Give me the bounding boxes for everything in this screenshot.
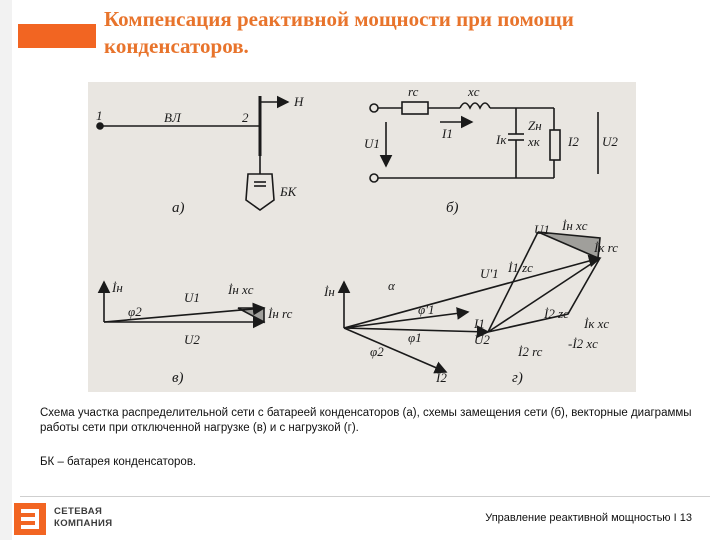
title-accent-block (18, 24, 96, 48)
label-phi1p: φ'1 (418, 302, 434, 317)
triangle-edge (487, 231, 539, 333)
label-i2zc: İ2 zc (543, 306, 569, 321)
label-fig-g: г) (512, 370, 523, 386)
label-node-1: 1 (96, 108, 103, 123)
capacitor-bank-triangle (245, 173, 275, 211)
label-i2rc: İ2 rc (517, 344, 543, 359)
label-i2: I2 (567, 134, 579, 149)
label-fig-v: в) (172, 370, 184, 386)
label-phi1: φ1 (408, 330, 422, 345)
vector-i2 (343, 327, 448, 374)
logo-line-2: КОМПАНИЯ (54, 518, 113, 529)
label-i1-g: I1 (473, 316, 485, 331)
label-fig-a: а) (172, 200, 185, 216)
slide-title: Компенсация реактивной мощности при помо… (104, 7, 574, 58)
label-u2-v: U2 (184, 332, 200, 347)
label-rc: rc (408, 84, 419, 99)
vector-u2-g (343, 325, 490, 339)
vector-u1 (103, 302, 266, 323)
label-ikxc: İк xc (583, 316, 609, 331)
label-in-g: İн (323, 284, 335, 299)
company-logo: СЕТЕВАЯ КОМПАНИЯ (14, 501, 154, 537)
circuit-figure-svg: 1 ВЛ 2 Н БК а) rc xc U1 I1 Iк Zн xк I2 U… (96, 84, 618, 386)
circuit-figure: 1 ВЛ 2 Н БК а) rc xc U1 I1 Iк Zн xк I2 U… (88, 82, 636, 392)
label-u1p: U'1 (480, 266, 499, 281)
inductor-xc (459, 102, 491, 110)
figure-note: БК – батарея конденсаторов. (40, 456, 197, 468)
figure-caption: Схема участка распределительной сети с б… (40, 407, 692, 434)
label-fig-b: б) (446, 200, 459, 216)
diagram-g (337, 231, 602, 374)
diagram-v (97, 280, 266, 329)
footer-separator: I (673, 512, 677, 524)
footer-section-title: Управление реактивной мощностью (485, 512, 671, 524)
label-inxc-g: İн xc (561, 218, 588, 233)
voltage-triangle (237, 307, 265, 324)
diagram-b (369, 101, 599, 183)
diagram-a (96, 95, 290, 211)
label-i2-g: I2 (435, 370, 447, 385)
label-xc: xc (467, 84, 480, 99)
label-i2xc: -İ2 xc (568, 336, 598, 351)
label-ikrc: İк rc (593, 240, 618, 255)
label-line: ВЛ (164, 110, 182, 125)
label-u1-g: U1 (534, 222, 550, 237)
label-inrc-v: İн rc (267, 306, 293, 321)
page-number: 13 (679, 512, 692, 524)
label-alpha: α (388, 278, 396, 293)
left-margin-strip (0, 0, 12, 540)
label-u2: U2 (602, 134, 618, 149)
footer-divider (20, 496, 710, 497)
voltage-drop-triangle (487, 257, 601, 333)
label-bank: БК (279, 184, 298, 199)
label-load: Н (293, 94, 304, 109)
label-i1zc: İ1 zc (507, 260, 533, 275)
label-zn: Zн (528, 118, 542, 133)
label-node-2: 2 (242, 110, 249, 125)
label-xk: xк (527, 134, 541, 149)
logo-mark-icon (14, 503, 46, 535)
vector-u1-g (343, 254, 602, 329)
label-in-v: İн (111, 280, 123, 295)
label-ik: Iк (495, 132, 507, 147)
label-u1: U1 (364, 136, 380, 151)
logo-line-1: СЕТЕВАЯ (54, 506, 103, 517)
footer-section-label: Управление реактивной мощностью I 13 (485, 512, 692, 524)
label-phi2-g: φ2 (370, 344, 384, 359)
terminal-top-left (369, 103, 379, 113)
label-inxc-v: İн xc (227, 282, 254, 297)
label-i1: I1 (441, 126, 453, 141)
resistor-rc (401, 101, 429, 115)
label-u2-g: U2 (474, 332, 490, 347)
logo-wordmark: СЕТЕВАЯ КОМПАНИЯ (54, 506, 113, 530)
vector-i1 (343, 307, 470, 329)
in-xc-triangle (537, 231, 601, 260)
load-impedance (549, 129, 561, 161)
label-phi2-v: φ2 (128, 304, 142, 319)
terminal-bottom-left (369, 173, 379, 183)
label-u1-v: U1 (184, 290, 200, 305)
